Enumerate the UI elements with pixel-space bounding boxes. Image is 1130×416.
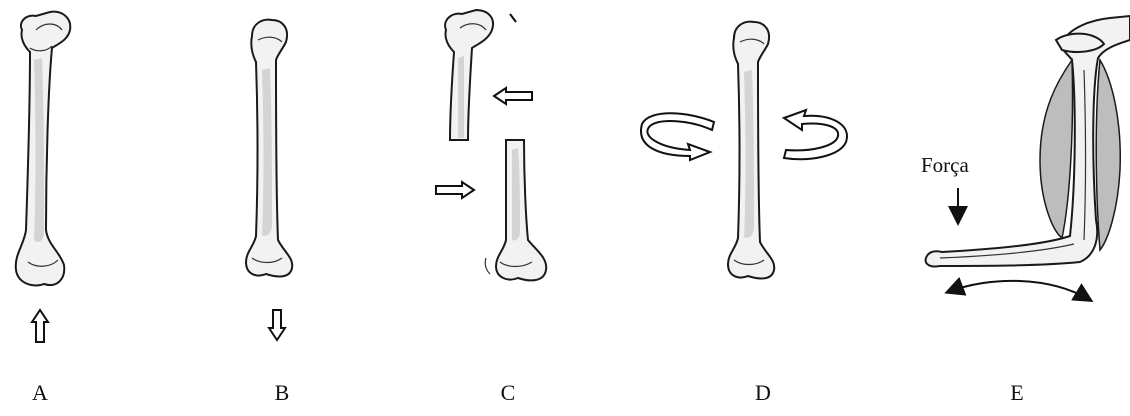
- panel-a-up-arrow: [32, 310, 48, 342]
- panel-e-arm: [926, 16, 1130, 267]
- panel-label-d: D: [743, 380, 783, 406]
- panel-c-humerus-upper: [445, 10, 516, 140]
- panel-label-a: A: [20, 380, 60, 406]
- panel-c-right-arrow: [436, 182, 474, 198]
- panel-c-left-arrow: [494, 88, 532, 104]
- panel-label-c: C: [488, 380, 528, 406]
- panel-d-left-rotation-arrow: [641, 113, 714, 160]
- panel-c-humerus-lower: [485, 140, 546, 280]
- force-label: Força: [921, 153, 969, 178]
- panel-d-right-rotation-arrow: [784, 110, 847, 159]
- panel-a-humerus: [16, 12, 71, 286]
- panel-label-e: E: [997, 380, 1037, 406]
- panel-label-b: B: [262, 380, 302, 406]
- panel-b-humerus: [246, 20, 292, 277]
- panel-b-down-arrow: [269, 310, 285, 340]
- panel-e-motion-arc-arrow: [948, 281, 1090, 300]
- panel-d-humerus: [728, 22, 774, 279]
